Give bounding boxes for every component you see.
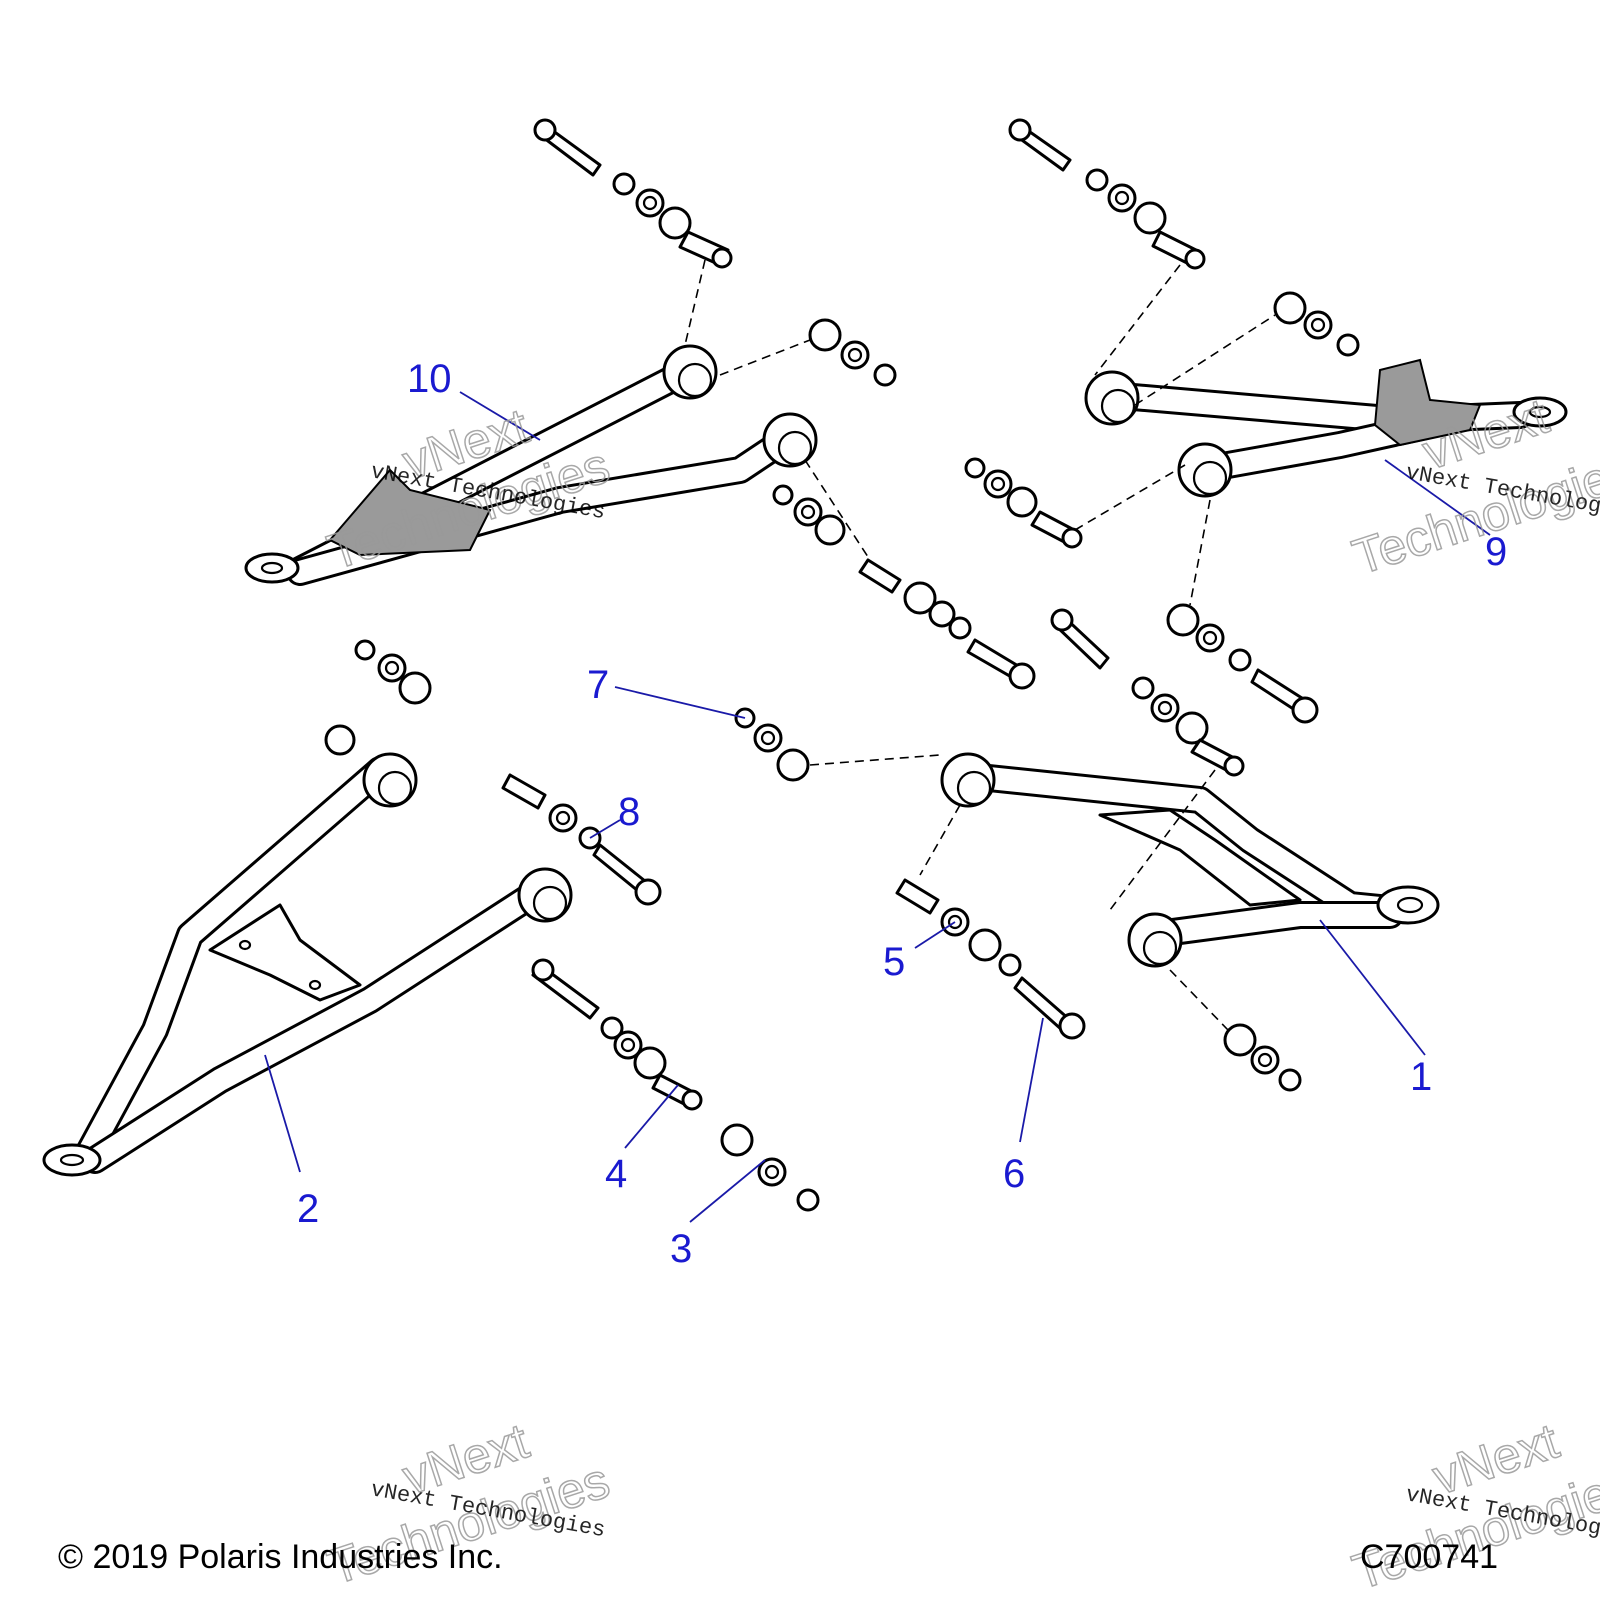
- upper-left-control-arm: [244, 344, 818, 586]
- lower-right-mid-hardware: [895, 878, 1086, 1040]
- callout-2: 2: [297, 1187, 319, 1231]
- lower-right-front-hardware: [734, 707, 810, 782]
- lower-right-control-arm: [940, 752, 1440, 968]
- lower-left-bottom-hardware: [531, 958, 820, 1212]
- callout-8: 8: [618, 790, 640, 834]
- lower-left-control-arm: [42, 752, 573, 1177]
- callout-9: 9: [1485, 530, 1507, 574]
- lower-left-front-hardware: [324, 639, 432, 756]
- callout-labels: 1 2 3 4 5 6 7 8 9 10: [297, 357, 1507, 1271]
- upper-right-inner-hardware: [964, 457, 1083, 549]
- upper-left-lower-pivot-hardware: [772, 484, 1036, 690]
- callout-7: 7: [587, 663, 609, 707]
- upper-right-front-hardware: [1008, 118, 1206, 270]
- callout-10: 10: [407, 357, 452, 401]
- callout-3: 3: [670, 1227, 692, 1271]
- lower-left-rear-hardware: [501, 773, 662, 906]
- callout-5: 5: [883, 940, 905, 984]
- callout-6: 6: [1003, 1152, 1025, 1196]
- upper-right-rear-hardware: [1273, 291, 1360, 357]
- leader-lines: [264, 391, 1491, 1223]
- upper-left-front-hardware: [533, 118, 733, 269]
- upper-right-lower-hardware: [1166, 603, 1319, 724]
- lower-right-rear-hardware: [1050, 608, 1245, 777]
- upper-right-control-arm: [1084, 358, 1568, 498]
- lower-right-bottom-hardware: [1223, 1023, 1302, 1092]
- upper-left-rear-hardware: [808, 318, 897, 387]
- callout-4: 4: [605, 1152, 627, 1196]
- copyright-notice: © 2019 Polaris Industries Inc.: [58, 1538, 503, 1576]
- diagram-code: C700741: [1360, 1538, 1498, 1576]
- callout-1: 1: [1410, 1055, 1432, 1099]
